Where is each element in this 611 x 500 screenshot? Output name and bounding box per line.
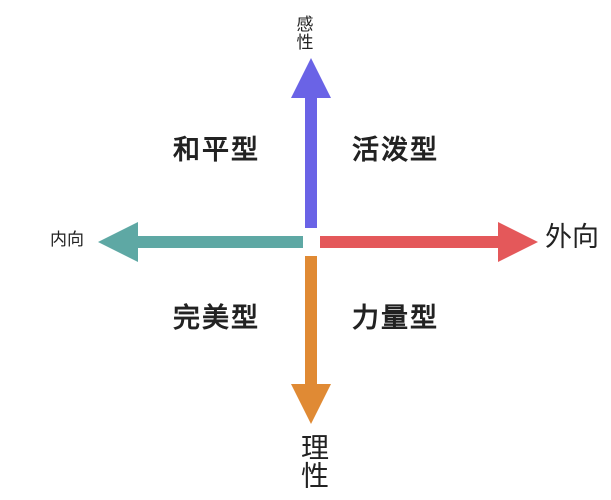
quadrant-bottom-left: 完美型 bbox=[173, 303, 260, 334]
arrow-right bbox=[320, 222, 538, 262]
arrow-up bbox=[291, 58, 331, 228]
axis-label-top: 感性 bbox=[292, 15, 313, 51]
arrow-left bbox=[98, 222, 303, 262]
quadrant-bottom-right: 力量型 bbox=[352, 303, 439, 334]
axis-label-left: 内向 bbox=[50, 230, 84, 250]
quadrant-top-right: 活泼型 bbox=[352, 135, 439, 166]
axis-label-right: 外向 bbox=[545, 222, 599, 253]
quadrant-top-left: 和平型 bbox=[173, 135, 260, 166]
axis-label-bottom: 理性 bbox=[297, 433, 330, 489]
arrow-down bbox=[291, 256, 331, 424]
